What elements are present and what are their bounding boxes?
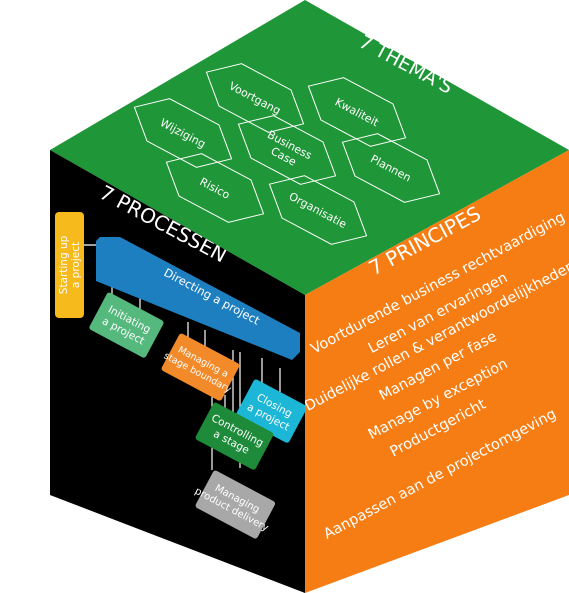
hex-shape bbox=[307, 77, 407, 147]
hex-shape bbox=[268, 175, 368, 245]
starting-up-box: Starting up a project bbox=[55, 212, 84, 318]
hex-shape bbox=[165, 153, 265, 223]
starting-up-label-1: Starting up bbox=[58, 235, 70, 294]
starting-up-label-2: a project bbox=[70, 242, 82, 288]
top-face bbox=[50, 0, 569, 295]
hex-shape bbox=[341, 133, 441, 203]
hex-shape bbox=[133, 98, 233, 168]
hex-shape bbox=[205, 63, 305, 133]
hex-business-case: Business Case bbox=[237, 115, 337, 185]
closing-box: Closing a project bbox=[236, 379, 305, 443]
right-face bbox=[305, 150, 569, 593]
hex-shape bbox=[237, 115, 337, 185]
